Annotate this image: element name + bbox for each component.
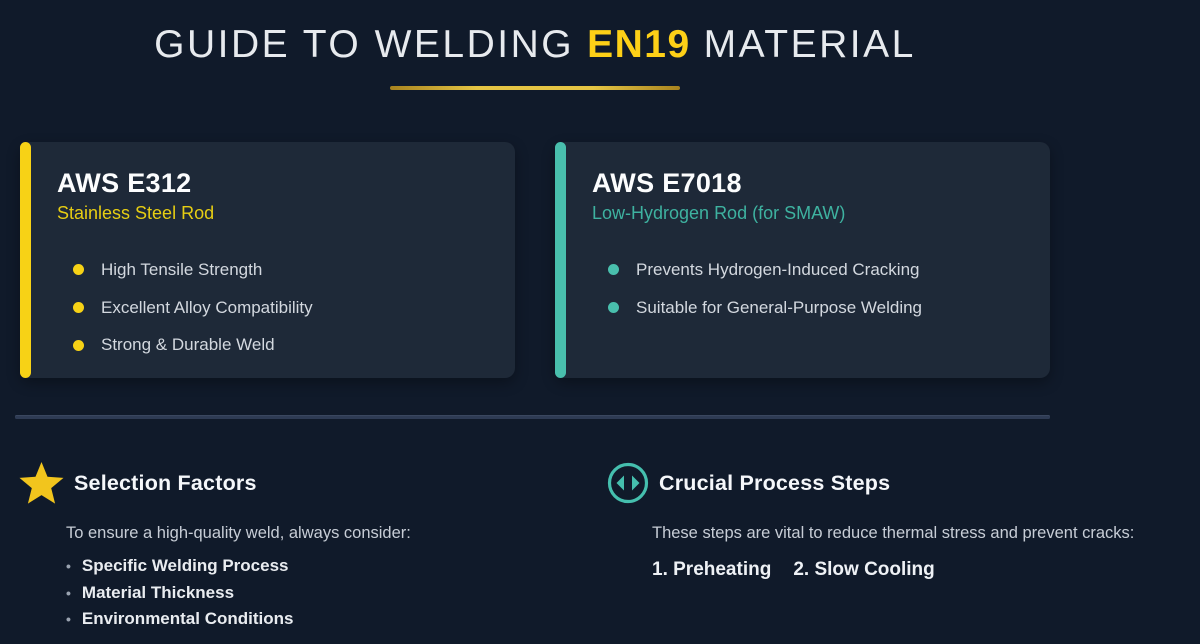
card-accent-bar [555, 142, 566, 378]
bullet-label: Prevents Hydrogen-Induced Cracking [636, 259, 920, 279]
page-title-suffix: MATERIAL [703, 23, 916, 66]
section-header: Selection Factors [18, 460, 578, 506]
list-item: High Tensile Strength [73, 258, 495, 282]
list-item: Suitable for General-Purpose Welding [608, 296, 1030, 320]
bullet-marker: • [66, 558, 71, 575]
section-body: These steps are vital to reduce thermal … [606, 522, 1196, 581]
process-step: 2. Slow Cooling [793, 559, 935, 581]
card-content: AWS E7018 Low-Hydrogen Rod (for SMAW) Pr… [555, 142, 1050, 319]
section-header: Crucial Process Steps [606, 460, 1196, 506]
card-aws-e312: AWS E312 Stainless Steel Rod High Tensil… [20, 142, 515, 378]
process-steps: 1. Preheating 2. Slow Cooling [652, 559, 1196, 581]
section-heading: Selection Factors [74, 470, 257, 495]
factor-label: Material Thickness [81, 582, 235, 602]
section-intro: These steps are vital to reduce thermal … [652, 524, 1135, 542]
list-item: Strong & Durable Weld [73, 333, 495, 357]
bullet-label: Strong & Durable Weld [101, 335, 275, 355]
bullet-marker: • [66, 610, 71, 627]
list-item: • Material Thickness [66, 582, 578, 603]
section-selection-factors: Selection Factors To ensure a high-quali… [18, 460, 578, 629]
card-aws-e7018: AWS E7018 Low-Hydrogen Rod (for SMAW) Pr… [555, 142, 1050, 378]
section-heading: Crucial Process Steps [659, 470, 891, 495]
page-title-highlight: EN19 [587, 23, 691, 66]
page-title-prefix: GUIDE TO WELDING [154, 23, 575, 66]
title-underline [390, 85, 680, 90]
section-body: To ensure a high-quality weld, always co… [18, 522, 578, 629]
bullet-marker: • [66, 584, 71, 601]
process-step: 1. Preheating [652, 559, 772, 581]
card-subtitle: Stainless Steel Rod [57, 203, 215, 224]
bullet-dot-icon [73, 301, 84, 313]
star-icon [19, 461, 64, 504]
bullet-label: Suitable for General-Purpose Welding [636, 297, 923, 317]
card-subtitle: Low-Hydrogen Rod (for SMAW) [592, 203, 846, 224]
bullet-label: High Tensile Strength [101, 259, 263, 279]
bullet-dot-icon [608, 264, 619, 276]
list-item: • Environmental Conditions [66, 608, 578, 629]
bullet-dot-icon [608, 301, 619, 313]
horizontal-arrows-icon [607, 462, 649, 504]
section-crucial-process-steps: Crucial Process Steps These steps are vi… [606, 460, 1196, 581]
list-item: • Specific Welding Process [66, 555, 578, 576]
card-content: AWS E312 Stainless Steel Rod High Tensil… [20, 142, 515, 357]
card-title: AWS E7018 [592, 168, 742, 198]
card-bullet-list: Prevents Hydrogen-Induced Cracking Suita… [592, 258, 1030, 320]
card-title: AWS E312 [57, 168, 192, 198]
header: GUIDE TO WELDING EN19 MATERIAL [20, 22, 1050, 90]
card-bullet-list: High Tensile Strength Excellent Alloy Co… [57, 258, 495, 357]
card-accent-bar [20, 142, 31, 378]
section-intro: To ensure a high-quality weld, always co… [66, 524, 411, 542]
bullet-dot-icon [73, 339, 84, 351]
page-title: GUIDE TO WELDING EN19 MATERIAL [20, 22, 1050, 69]
list-item: Prevents Hydrogen-Induced Cracking [608, 258, 1030, 282]
bullet-label: Excellent Alloy Compatibility [101, 297, 313, 317]
factor-list: • Specific Welding Process • Material Th… [66, 555, 578, 629]
factor-label: Specific Welding Process [81, 556, 289, 576]
section-divider [15, 416, 1050, 419]
bullet-dot-icon [73, 264, 84, 276]
factor-label: Environmental Conditions [81, 608, 294, 628]
list-item: Excellent Alloy Compatibility [73, 296, 495, 320]
